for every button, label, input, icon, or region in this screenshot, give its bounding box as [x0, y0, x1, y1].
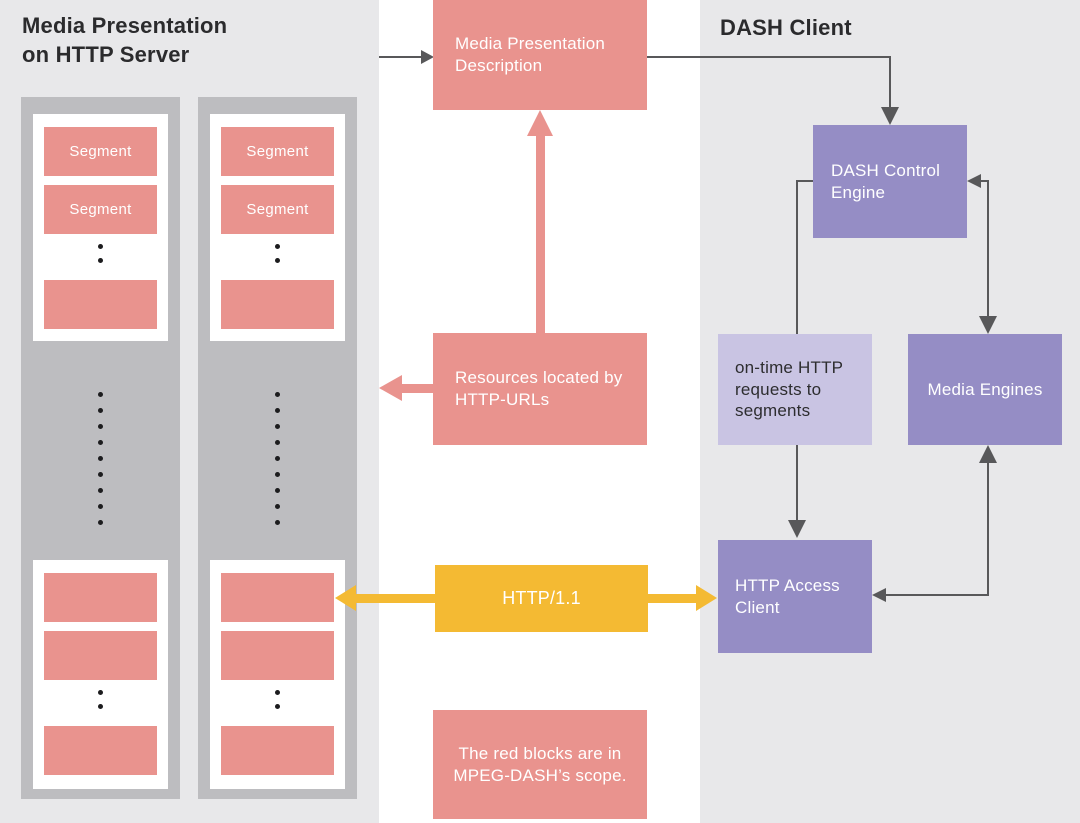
client-panel-title: DASH Client [720, 15, 852, 40]
http-protocol-box: HTTP/1.1 [435, 565, 648, 632]
segment-box-unlabeled [44, 726, 157, 775]
ellipsis-dots-tall [21, 392, 180, 525]
server-panel-title: Media Presentation on HTTP Server [22, 13, 228, 67]
representation-block [33, 560, 168, 789]
on-time-requests-box: on-time HTTP requests to segments [718, 334, 872, 445]
segment-box-unlabeled [44, 631, 157, 680]
segment-box: Segment [221, 127, 334, 176]
ellipsis-dots [33, 690, 168, 709]
segment-box-unlabeled [44, 573, 157, 622]
segment-box-unlabeled [221, 631, 334, 680]
media-column-2: Segment Segment [198, 97, 357, 799]
dash-control-engine-box: DASH Control Engine [813, 125, 967, 238]
ellipsis-dots [210, 244, 345, 263]
resources-http-urls-box: Resources located by HTTP-URLs [433, 333, 647, 445]
segment-box-unlabeled [221, 280, 334, 329]
segment-box-unlabeled [221, 726, 334, 775]
http-access-client-box: HTTP Access Client [718, 540, 872, 653]
media-presentation-description-box: Media Presentation Description [433, 0, 647, 110]
segment-box: Segment [44, 185, 157, 234]
representation-block: Segment Segment [33, 114, 168, 341]
media-engines-box: Media Engines [908, 334, 1062, 445]
segment-box-unlabeled [44, 280, 157, 329]
ellipsis-dots [210, 690, 345, 709]
segment-box: Segment [221, 185, 334, 234]
ellipsis-dots-tall [198, 392, 357, 525]
segment-box-unlabeled [221, 573, 334, 622]
scope-note-box: The red blocks are in MPEG-DASH’s scope. [433, 710, 647, 819]
representation-block [210, 560, 345, 789]
representation-block: Segment Segment [210, 114, 345, 341]
ellipsis-dots [33, 244, 168, 263]
segment-box: Segment [44, 127, 157, 176]
media-column-1: Segment Segment [21, 97, 180, 799]
